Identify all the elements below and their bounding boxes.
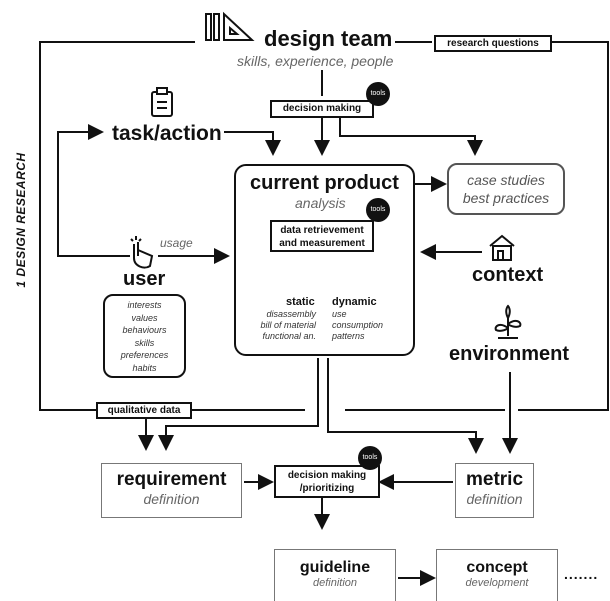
clipboard-icon: [151, 87, 173, 117]
user-attributes-list: interests values behaviours skills prefe…: [105, 299, 184, 374]
decision-prioritizing-line-1: decision making: [287, 470, 367, 481]
metric-title: metric: [465, 469, 524, 490]
data-retrievement-line-2: and measurement: [279, 238, 365, 249]
environment-label: environment: [449, 343, 570, 365]
metric-box: metric definition: [455, 463, 534, 518]
user-attribute: behaviours: [122, 325, 167, 335]
user-attribute: preferences: [120, 350, 169, 360]
hand-pointer-icon: [130, 236, 154, 269]
design-team-subtitle: skills, experience, people: [237, 53, 394, 69]
task-action-label: task/action: [112, 122, 222, 145]
case-studies-line-1: case studies: [467, 172, 545, 188]
concept-box: concept development: [436, 549, 558, 601]
house-icon: [489, 234, 515, 261]
user-attribute: habits: [132, 362, 157, 373]
product-to-requirement-arrow: [158, 358, 319, 451]
current-product-box: [234, 164, 415, 356]
decision-to-cases-arrow: [339, 118, 483, 156]
user-label: user: [123, 268, 166, 290]
usage-label: usage: [160, 236, 193, 250]
user-attribute: skills: [134, 337, 155, 348]
concept-subtitle: development: [465, 577, 529, 589]
decision-prioritizing-tag: decision making /prioritizing: [274, 465, 380, 498]
dynamic-details: use consumption patterns: [332, 309, 383, 342]
data-retrievement-line-1: data retrievement: [280, 225, 364, 236]
guideline-subtitle: definition: [312, 577, 358, 589]
requirement-box: requirement definition: [101, 463, 242, 518]
research-frame: [39, 41, 195, 411]
concept-title: concept: [466, 559, 528, 576]
tools-badge-bottom: tools: [358, 446, 382, 470]
dynamic-label: dynamic: [332, 296, 377, 308]
metric-subtitle: definition: [466, 491, 523, 507]
guideline-box: guideline definition: [274, 549, 396, 601]
design-team-title: design team: [264, 26, 393, 51]
requirement-subtitle: definition: [143, 491, 200, 507]
qualitative-data-tag: qualitative data: [96, 402, 192, 419]
case-studies-line-2: best practices: [462, 190, 550, 206]
guideline-title: guideline: [299, 559, 371, 576]
static-line-2: bill of material: [260, 320, 316, 330]
continuation-ellipsis: .......: [564, 566, 599, 582]
decision-prioritizing-line-2: /prioritizing: [299, 483, 355, 494]
current-product-subtitle: analysis: [295, 195, 346, 211]
data-retrievement-tag: data retrievement and measurement: [270, 220, 374, 252]
static-line-1: disassembly: [266, 309, 316, 319]
decision-making-tag: decision making: [270, 100, 374, 118]
requirement-title: requirement: [116, 469, 227, 490]
plant-icon: [494, 304, 522, 339]
user-attributes-box: interests values behaviours skills prefe…: [103, 294, 186, 378]
user-attribute: interests: [127, 300, 162, 310]
dynamic-line-2: consumption: [332, 320, 384, 330]
static-line-3: functional an.: [262, 331, 316, 341]
dynamic-line-3: patterns: [332, 331, 365, 341]
usage-loop-arrow: [57, 124, 130, 257]
static-label: static: [286, 296, 315, 308]
research-questions-tag: research questions: [434, 35, 552, 52]
dynamic-line-1: use: [332, 309, 347, 319]
user-attribute: values: [131, 312, 158, 323]
static-details: disassembly bill of material functional …: [254, 309, 316, 342]
tools-badge-top: tools: [366, 82, 390, 106]
tools-badge-product: tools: [366, 198, 390, 222]
task-to-product-arrow: [224, 131, 281, 156]
design-research-side-label: 1 DESIGN RESEARCH: [14, 152, 28, 288]
current-product-title: current product: [250, 172, 399, 194]
context-label: context: [472, 264, 544, 286]
drawing-tools-icon: [205, 11, 255, 41]
product-to-metric-arrow: [327, 358, 484, 454]
case-studies-box: case studies best practices: [447, 163, 565, 215]
research-frame-right: [395, 41, 609, 411]
